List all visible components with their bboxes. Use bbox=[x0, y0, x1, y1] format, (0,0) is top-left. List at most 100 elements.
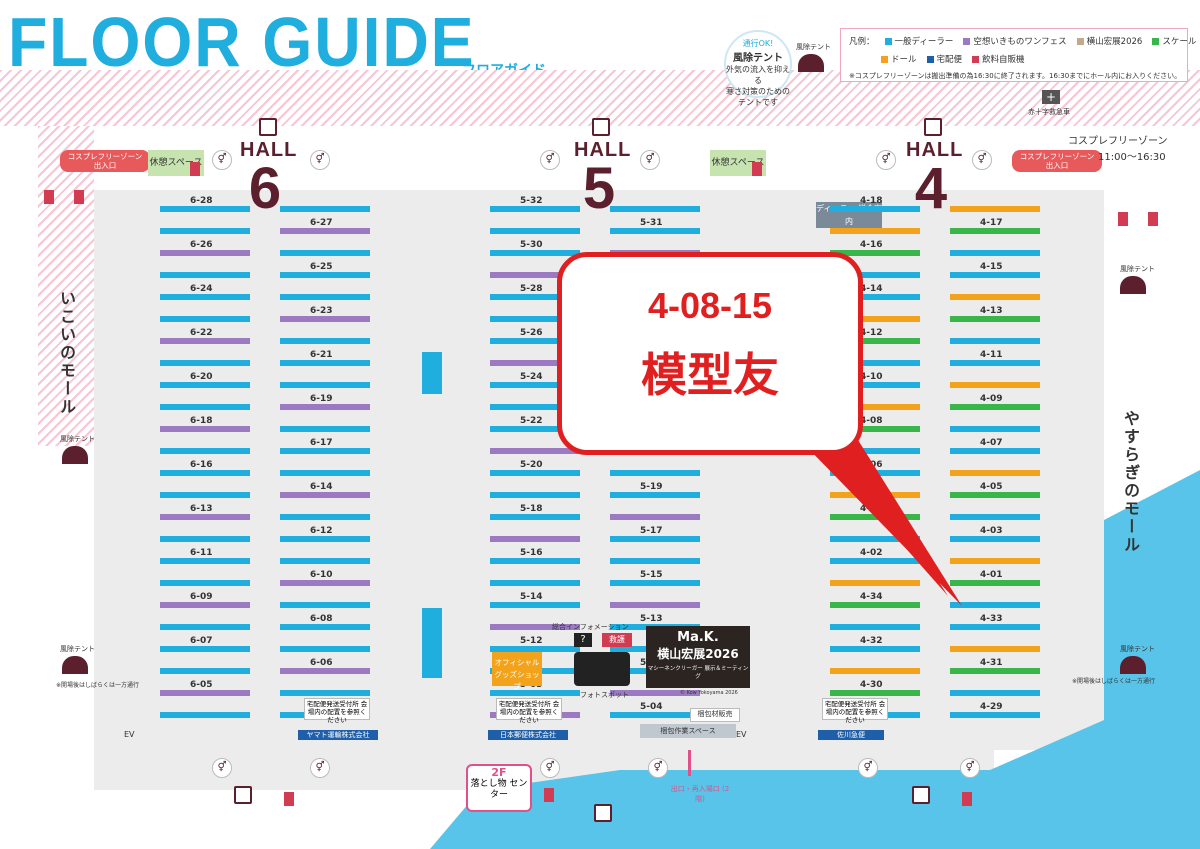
booth-row[interactable] bbox=[490, 448, 580, 454]
booth-row[interactable] bbox=[950, 316, 1040, 322]
official-shop[interactable]: オフィシャル グッズショップ bbox=[492, 652, 542, 691]
booth-row[interactable] bbox=[280, 602, 370, 608]
booth-row[interactable] bbox=[280, 646, 370, 652]
booth-row[interactable] bbox=[160, 206, 250, 212]
booth-row[interactable] bbox=[280, 668, 370, 674]
booth-row[interactable] bbox=[160, 602, 250, 608]
booth-row[interactable] bbox=[490, 360, 580, 366]
booth-callout[interactable]: 4-08-15 模型友 bbox=[557, 252, 863, 455]
booth-row[interactable] bbox=[490, 338, 580, 344]
booth-row[interactable] bbox=[610, 602, 700, 608]
booth-row[interactable] bbox=[490, 426, 580, 432]
booth-row[interactable] bbox=[610, 206, 700, 212]
booth-row[interactable] bbox=[830, 558, 920, 564]
booth-row[interactable] bbox=[490, 272, 580, 278]
booth-row[interactable] bbox=[950, 426, 1040, 432]
booth-row[interactable] bbox=[830, 250, 920, 256]
booth-row[interactable] bbox=[950, 514, 1040, 520]
booth-row[interactable] bbox=[160, 272, 250, 278]
booth-row[interactable] bbox=[160, 492, 250, 498]
photo-spot-icon[interactable] bbox=[574, 652, 630, 686]
booth-row[interactable] bbox=[950, 580, 1040, 586]
booth-row[interactable] bbox=[490, 602, 580, 608]
booth-row[interactable] bbox=[950, 470, 1040, 476]
booth-row[interactable] bbox=[830, 580, 920, 586]
booth-row[interactable] bbox=[160, 514, 250, 520]
booth-row[interactable] bbox=[830, 294, 920, 300]
booth-row[interactable] bbox=[490, 294, 580, 300]
booth-row[interactable] bbox=[610, 470, 700, 476]
booth-row[interactable] bbox=[160, 624, 250, 630]
booth-row[interactable] bbox=[490, 206, 580, 212]
booth-row[interactable] bbox=[160, 712, 250, 718]
booth-row[interactable] bbox=[950, 602, 1040, 608]
booth-row[interactable] bbox=[950, 690, 1040, 696]
booth-row[interactable] bbox=[490, 690, 580, 696]
booth-row[interactable] bbox=[490, 316, 580, 322]
booth-row[interactable] bbox=[160, 294, 250, 300]
booth-row[interactable] bbox=[950, 558, 1040, 564]
booth-row[interactable] bbox=[280, 448, 370, 454]
booth-row[interactable] bbox=[160, 382, 250, 388]
booth-row[interactable] bbox=[160, 470, 250, 476]
booth-row[interactable] bbox=[280, 250, 370, 256]
exhibit-panel[interactable]: Ma.K. 横山宏展2026 マシーネンクリーガー 展示＆ミーティング bbox=[646, 626, 750, 688]
booth-row[interactable] bbox=[830, 404, 920, 410]
booth-row[interactable] bbox=[280, 470, 370, 476]
booth-row[interactable] bbox=[490, 228, 580, 234]
booth-row[interactable] bbox=[950, 272, 1040, 278]
booth-row[interactable] bbox=[830, 206, 920, 212]
booth-row[interactable] bbox=[610, 492, 700, 498]
booth-row[interactable] bbox=[490, 536, 580, 542]
booth-row[interactable] bbox=[160, 690, 250, 696]
booth-row[interactable] bbox=[830, 448, 920, 454]
booth-row[interactable] bbox=[280, 558, 370, 564]
booth-row[interactable] bbox=[160, 426, 250, 432]
booth-row[interactable] bbox=[950, 646, 1040, 652]
booth-row[interactable] bbox=[280, 426, 370, 432]
booth-row[interactable] bbox=[160, 536, 250, 542]
booth-row[interactable] bbox=[490, 558, 580, 564]
booth-row[interactable] bbox=[830, 646, 920, 652]
booth-row[interactable] bbox=[490, 514, 580, 520]
booth-row[interactable] bbox=[280, 228, 370, 234]
booth-row[interactable] bbox=[160, 228, 250, 234]
booth-row[interactable] bbox=[950, 404, 1040, 410]
booth-row[interactable] bbox=[490, 250, 580, 256]
booth-row[interactable] bbox=[160, 316, 250, 322]
booth-row[interactable] bbox=[280, 338, 370, 344]
booth-row[interactable] bbox=[280, 690, 370, 696]
info-icon[interactable]: ? bbox=[574, 633, 592, 647]
booth-row[interactable] bbox=[280, 360, 370, 366]
booth-row[interactable] bbox=[160, 404, 250, 410]
booth-row[interactable] bbox=[160, 646, 250, 652]
booth-row[interactable] bbox=[280, 624, 370, 630]
booth-row[interactable] bbox=[490, 382, 580, 388]
booth-row[interactable] bbox=[280, 514, 370, 520]
booth-row[interactable] bbox=[610, 558, 700, 564]
booth-row[interactable] bbox=[160, 360, 250, 366]
booth-row[interactable] bbox=[950, 250, 1040, 256]
booth-row[interactable] bbox=[950, 668, 1040, 674]
booth-row[interactable] bbox=[950, 448, 1040, 454]
booth-row[interactable] bbox=[280, 382, 370, 388]
booth-row[interactable] bbox=[830, 360, 920, 366]
booth-row[interactable] bbox=[160, 448, 250, 454]
booth-row[interactable] bbox=[610, 514, 700, 520]
booth-row[interactable] bbox=[950, 492, 1040, 498]
booth-row[interactable] bbox=[490, 646, 580, 652]
booth-row[interactable] bbox=[950, 294, 1040, 300]
booth-row[interactable] bbox=[950, 624, 1040, 630]
booth-row[interactable] bbox=[950, 338, 1040, 344]
booth-row[interactable] bbox=[280, 404, 370, 410]
booth-row[interactable] bbox=[610, 580, 700, 586]
booth-row[interactable] bbox=[950, 360, 1040, 366]
booth-row[interactable] bbox=[160, 558, 250, 564]
booth-row[interactable] bbox=[830, 536, 920, 542]
booth-row[interactable] bbox=[830, 272, 920, 278]
booth-row[interactable] bbox=[280, 206, 370, 212]
booth-row[interactable] bbox=[950, 206, 1040, 212]
booth-row[interactable] bbox=[280, 316, 370, 322]
booth-row[interactable] bbox=[280, 492, 370, 498]
booth-row[interactable] bbox=[610, 690, 700, 696]
